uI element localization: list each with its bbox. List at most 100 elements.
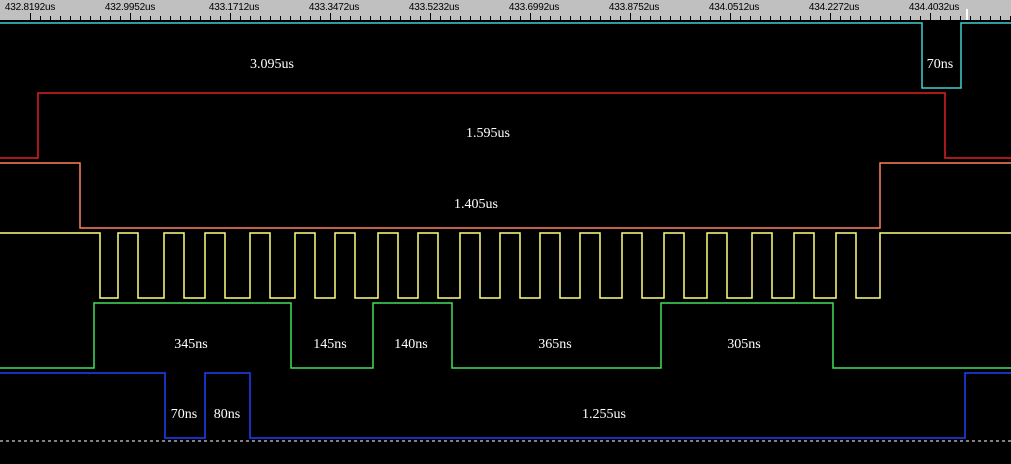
ruler-tick xyxy=(480,16,481,20)
ruler-tick xyxy=(120,16,121,20)
ruler-tick xyxy=(320,16,321,20)
ruler-tick xyxy=(110,16,111,20)
ruler-tick xyxy=(710,16,711,20)
ruler-tick xyxy=(280,16,281,20)
ruler-tick xyxy=(640,16,641,20)
ch5-label-2: 145ns xyxy=(313,337,347,352)
ruler-tick xyxy=(530,13,531,20)
ruler-tick xyxy=(580,16,581,20)
ruler-tick xyxy=(990,16,991,20)
ruler-tick xyxy=(400,16,401,20)
ruler-tick xyxy=(630,13,631,20)
channel-5-waveform xyxy=(0,302,1011,369)
ruler-tick xyxy=(90,16,91,20)
ruler-tick xyxy=(790,16,791,20)
ruler-tick xyxy=(50,16,51,20)
ruler-tick xyxy=(40,16,41,20)
ruler-tick xyxy=(220,16,221,20)
ruler-tick xyxy=(150,16,151,20)
ruler-tick xyxy=(880,16,881,20)
ruler-tick xyxy=(70,16,71,20)
ruler-tick xyxy=(450,16,451,20)
ruler-tick xyxy=(270,16,271,20)
channel-2-waveform xyxy=(0,92,1011,159)
ruler-tick xyxy=(870,16,871,20)
ruler-tick xyxy=(910,16,911,20)
ruler-tick xyxy=(950,16,951,20)
ruler-tick xyxy=(970,16,971,20)
ch5-label-1: 345ns xyxy=(174,337,208,352)
ruler-tick-label: 433.3472us xyxy=(308,2,360,13)
ruler-tick xyxy=(750,16,751,20)
ruler-tick xyxy=(260,16,261,20)
ruler-tick-label: 434.0512us xyxy=(708,2,760,13)
ruler-tick xyxy=(690,16,691,20)
cursor-marker[interactable] xyxy=(966,9,968,20)
ruler-tick xyxy=(30,13,31,20)
ruler-tick xyxy=(420,16,421,20)
ch1-label-width: 3.095us xyxy=(250,57,294,72)
ruler-tick xyxy=(830,13,831,20)
ruler-tick xyxy=(470,16,471,20)
channel-4-waveform xyxy=(0,232,1011,299)
ruler-tick xyxy=(410,16,411,20)
ruler-tick-label: 434.2272us xyxy=(808,2,860,13)
ruler-tick xyxy=(900,16,901,20)
ruler-tick xyxy=(930,13,931,20)
ruler-tick-label: 433.8752us xyxy=(608,2,660,13)
ruler-tick xyxy=(650,16,651,20)
ruler-tick xyxy=(300,16,301,20)
ruler-tick xyxy=(720,16,721,20)
ruler-tick xyxy=(780,16,781,20)
ruler-tick xyxy=(80,16,81,20)
ruler-tick-label: 434.4032us xyxy=(908,2,960,13)
ruler-tick xyxy=(370,16,371,20)
ruler-tick xyxy=(680,16,681,20)
ruler-tick xyxy=(230,13,231,20)
ruler-tick xyxy=(760,16,761,20)
ruler-tick xyxy=(210,16,211,20)
ruler-tick-label: 433.6992us xyxy=(508,2,560,13)
ruler-tick xyxy=(350,16,351,20)
ruler-tick xyxy=(560,16,561,20)
ruler-tick xyxy=(140,16,141,20)
ruler-tick xyxy=(590,16,591,20)
ruler-tick xyxy=(820,16,821,20)
ruler-tick xyxy=(800,16,801,20)
ruler-tick xyxy=(570,16,571,20)
ruler-tick xyxy=(440,16,441,20)
ruler-tick xyxy=(810,16,811,20)
ch5-label-3: 140ns xyxy=(394,337,428,352)
ruler-tick xyxy=(670,16,671,20)
ch2-label-width: 1.595us xyxy=(466,126,510,141)
ruler-tick xyxy=(200,16,201,20)
ruler-tick-label: 433.5232us xyxy=(408,2,460,13)
ruler-tick xyxy=(740,16,741,20)
ruler-tick xyxy=(520,16,521,20)
ruler-tick xyxy=(250,16,251,20)
ch6-label-1: 70ns xyxy=(170,407,198,422)
ruler-tick xyxy=(290,16,291,20)
ruler-tick xyxy=(160,16,161,20)
ruler-tick xyxy=(860,16,861,20)
ruler-tick xyxy=(960,16,961,20)
ch6-label-2: 80ns xyxy=(213,407,241,422)
ruler-tick-label: 432.8192us xyxy=(4,2,56,13)
ruler-tick xyxy=(700,16,701,20)
ruler-tick xyxy=(920,16,921,20)
ruler-tick xyxy=(500,16,501,20)
ruler-tick xyxy=(1000,16,1001,20)
channel-3-waveform xyxy=(0,162,1011,229)
ruler-tick xyxy=(430,13,431,20)
ruler-tick xyxy=(390,16,391,20)
ruler-tick xyxy=(840,16,841,20)
channel-1-waveform xyxy=(0,22,1011,89)
time-ruler[interactable]: 432.8192us 432.9952us 433.1712us 433.347… xyxy=(0,0,1011,20)
ruler-tick xyxy=(490,16,491,20)
ruler-tick xyxy=(730,13,731,20)
ruler-tick xyxy=(330,13,331,20)
ruler-tick xyxy=(100,16,101,20)
ruler-tick xyxy=(340,16,341,20)
channel-6-waveform xyxy=(0,372,1011,439)
